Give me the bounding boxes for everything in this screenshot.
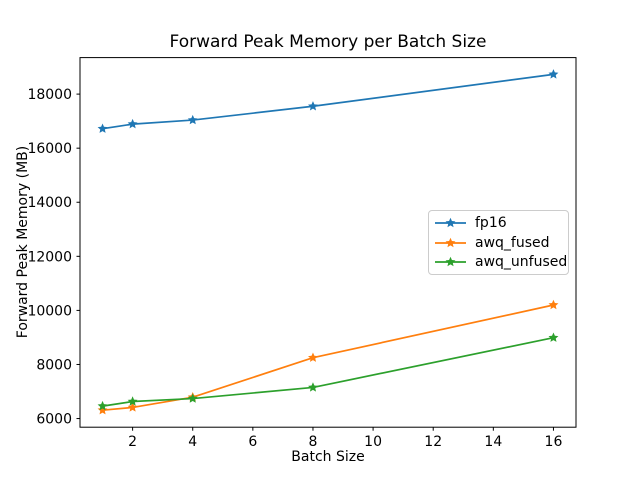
x-tick-label: 12 (424, 434, 442, 450)
series-marker-awq_unfused (308, 382, 318, 392)
series-marker-awq_fused (127, 402, 138, 412)
y-axis-label: Forward Peak Memory (MB) (15, 145, 31, 339)
legend-entry-awq-fused: awq_fused (435, 233, 562, 253)
series-line-awq_fused (102, 304, 554, 412)
legend-label: awq_unfused (475, 254, 568, 271)
x-tick-label: 16 (545, 434, 563, 450)
axes-spines (79, 57, 577, 428)
y-tick-label: 6000 (36, 412, 72, 428)
legend: fp16 awq_fused awq_unfused (428, 210, 569, 275)
x-tick-label: 14 (484, 434, 502, 450)
series-line-fp16 (102, 73, 554, 130)
chart-title: Forward Peak Memory per Batch Size (169, 32, 487, 52)
legend-line-sample (435, 217, 466, 228)
y-tick-label: 8000 (36, 357, 72, 373)
series-marker-awq_fused (308, 352, 318, 362)
legend-line-sample (435, 256, 466, 267)
legend-sample-marker (445, 237, 456, 247)
legend-sample-marker (445, 217, 456, 228)
y-tick-label: 10000 (27, 303, 72, 319)
legend-entry-awq-unfused: awq_unfused (435, 252, 567, 272)
x-tick-label: 2 (128, 434, 137, 450)
series-marker-fp16 (308, 101, 318, 111)
y-tick-label: 14000 (27, 195, 72, 211)
series-marker-awq_fused (548, 299, 559, 310)
legend-label: awq_fused (475, 234, 550, 251)
series-marker-fp16 (548, 69, 559, 79)
series-marker-awq_fused (97, 404, 108, 415)
x-tick-label: 6 (248, 434, 257, 450)
legend-entry-fp16: fp16 (435, 213, 562, 233)
series-line-awq_unfused (102, 336, 554, 407)
x-tick-label: 4 (188, 434, 197, 450)
x-tick-label: 8 (309, 434, 318, 450)
legend-sample-marker (445, 256, 456, 267)
legend-line-sample (435, 237, 466, 247)
x-axis-label: Batch Size (291, 449, 365, 465)
series-marker-awq_unfused (187, 393, 198, 403)
series-marker-awq_unfused (548, 332, 559, 342)
series-marker-fp16 (187, 114, 198, 125)
series-marker-awq_unfused (97, 400, 108, 411)
y-tick-label: 16000 (27, 141, 72, 157)
y-tick-label: 18000 (27, 87, 72, 103)
series-marker-fp16 (97, 123, 108, 133)
x-tick-label: 10 (364, 434, 382, 450)
series-marker-awq_unfused (127, 396, 138, 406)
series-marker-fp16 (127, 118, 138, 129)
y-tick-label: 12000 (27, 249, 72, 265)
legend-label: fp16 (475, 214, 507, 231)
